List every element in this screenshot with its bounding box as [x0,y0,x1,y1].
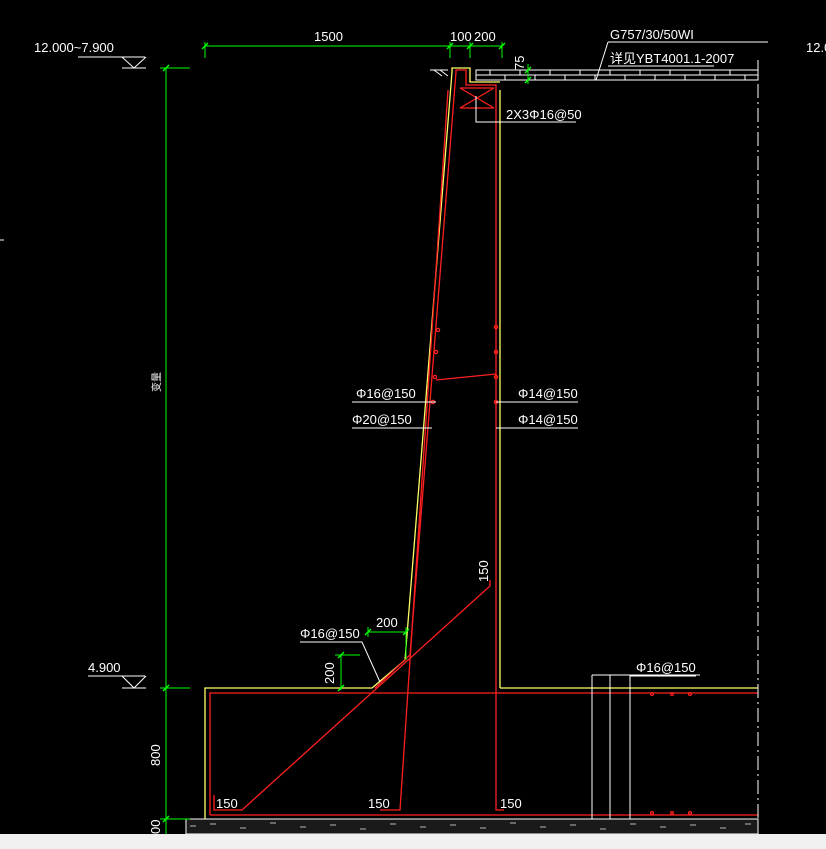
foundation-hatch [190,822,751,830]
leader-lines [300,41,768,683]
pavement-hatch [430,69,759,81]
rebar-top-stirrup [455,69,497,88]
dim-top-1500: 1500 [314,29,343,44]
dim-vertical-variable: 变量 [150,372,163,392]
rebar-label-back-1: Φ14@150 [518,386,578,401]
rebar-diagonal [213,580,491,811]
elevation-top-label: 12.000~7.900 [34,40,114,55]
rebar-base-top [209,692,758,815]
rebar-label-front-1: Φ16@150 [356,386,416,401]
dim-haunch-h: 200 [376,615,398,630]
rebar-label-base-top: Φ16@150 [636,660,696,675]
dim-foot-right: 150 [500,796,522,811]
elevation-top-right-label: 12.0 [806,40,826,55]
dim-bottom-partial: 00 [148,820,163,834]
rebar-front-inner [380,89,449,811]
elevation-marker-top [78,56,147,69]
elevation-marker-bottom [88,675,147,689]
elevation-bottom-label: 4.900 [88,660,121,675]
dim-top-100: 100 [450,29,472,44]
pavement-note-line1: G757/30/50WI [610,27,694,42]
rebar-label-haunch: Φ16@150 [300,626,360,641]
dim-top-200: 200 [474,29,496,44]
base-section-lines [591,674,700,819]
rebar-lines [209,69,758,816]
dim-pavement-75: 75 [512,56,527,70]
concrete-outline [204,67,758,819]
pavement-note-line2: 详见YBT4001.1-2007 [610,51,734,66]
dim-diagonal-150: 150 [476,560,491,582]
rebar-tie [435,373,497,381]
command-bar[interactable] [0,834,826,849]
dim-base-800: 800 [148,744,163,766]
dimension-ticks [162,42,532,823]
dim-foot-left: 150 [216,796,238,811]
rebar-label-top: 2X3Φ16@50 [506,107,582,122]
dim-haunch-v: 200 [322,662,337,684]
rebar-label-front-2: Φ20@150 [352,412,412,427]
foundation-cushion [185,818,759,834]
dim-foot-mid: 150 [368,796,390,811]
dimension-lines [160,42,529,834]
rebar-front-vertical [374,71,457,689]
rebar-label-back-2: Φ14@150 [518,412,578,427]
